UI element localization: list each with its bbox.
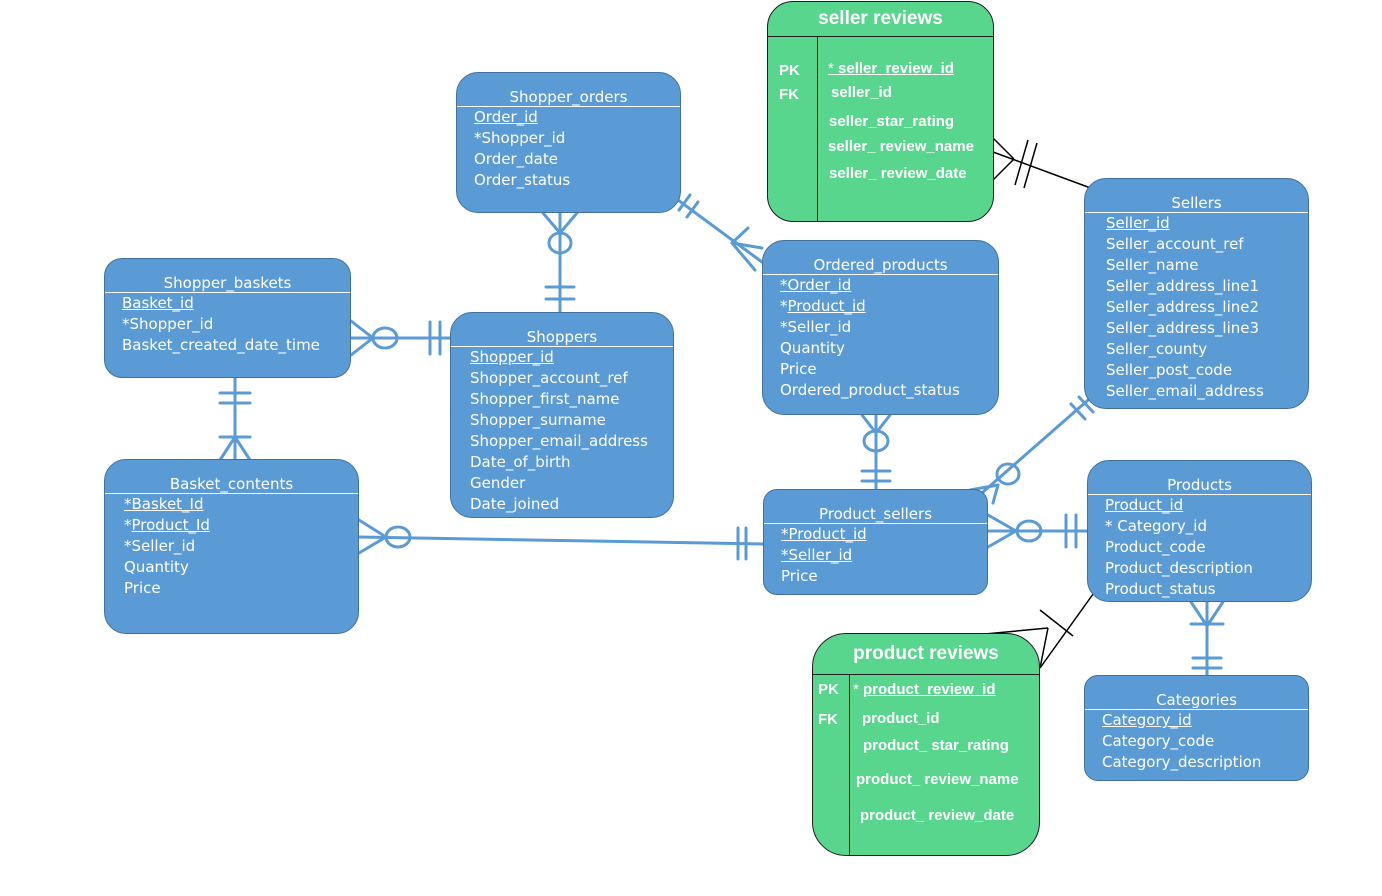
entity-product-reviews[interactable]: product reviews PK FK * product_review_i… (812, 633, 1040, 856)
field-category-id: Category_id (1102, 711, 1192, 729)
field-price: Price (124, 579, 161, 597)
entity-sellers[interactable]: Sellers Seller_id Seller_account_ref Sel… (1084, 178, 1309, 409)
entity-title: Products (1088, 461, 1311, 495)
pk-label: PK (818, 681, 839, 698)
pk-label: PK (779, 62, 800, 79)
field-basket-id: *Basket_Id (124, 495, 204, 513)
field-shopper-id: *Shopper_id (122, 315, 214, 333)
fk-label: FK (818, 711, 838, 728)
field-product-review-id: * product_review_id (853, 681, 996, 698)
field-seller-review-name: seller_ review_name (828, 138, 974, 155)
field-seller-id: *Seller_id (781, 546, 853, 564)
header-divider (768, 36, 993, 37)
field-shopper-first-name: Shopper_first_name (470, 390, 620, 408)
field-seller-star-rating: seller_star_rating (829, 113, 955, 130)
field-seller-id: *Seller_id (124, 537, 196, 555)
connector-baskets-contents (218, 376, 252, 462)
field-shopper-account-ref: Shopper_account_ref (470, 369, 628, 387)
field-shopper-id: *Shopper_id (474, 129, 566, 147)
field-seller-id: Seller_id (1106, 214, 1170, 232)
entity-title: Basket_contents (105, 460, 358, 494)
connector-baskets-shoppers (349, 319, 452, 357)
key-column-divider (817, 36, 818, 221)
field-seller-id: seller_id (831, 84, 892, 101)
field-seller-review-id: * seller_review_id (828, 60, 954, 77)
field-seller-county: Seller_county (1106, 340, 1208, 358)
field-shopper-id: Shopper_id (470, 348, 554, 366)
field-date-joined: Date_joined (470, 495, 560, 513)
field-product-review-date: product_ review_date (860, 807, 1015, 824)
field-product-id: *Product_Id (124, 516, 210, 534)
fk-label: FK (779, 86, 799, 103)
entity-shopper-orders[interactable]: Shopper_orders Order_id *Shopper_id Orde… (456, 72, 681, 213)
field-seller-review-date: seller_ review_date (829, 165, 967, 182)
header-divider (813, 674, 1039, 675)
field-category-code: Category_code (1102, 732, 1215, 750)
field-product-code: Product_code (1105, 538, 1206, 556)
field-product-id: Product_id (1105, 496, 1184, 514)
field-product-id: *Product_id (781, 525, 867, 543)
field-order-date: Order_date (474, 150, 558, 168)
connector-orders-shoppers (541, 211, 579, 314)
field-order-id: *Order_id (780, 276, 852, 294)
field-order-status: Order_status (474, 171, 571, 189)
field-seller-address-line2: Seller_address_line2 (1106, 298, 1260, 316)
field-seller-address-line3: Seller_address_line3 (1106, 319, 1260, 337)
connector-orders-ordered-products (676, 193, 764, 272)
field-product-review-name: product_ review_name (856, 771, 1019, 788)
entity-product-sellers[interactable]: Product_sellers *Product_id *Seller_id P… (763, 489, 988, 595)
field-ordered-product-status: Ordered_product_status (780, 381, 960, 399)
field-category-id: * Category_id (1105, 517, 1207, 535)
connector-product-sellers-sellers (968, 392, 1097, 505)
entity-ordered-products[interactable]: Ordered_products *Order_id *Product_id *… (762, 240, 999, 415)
entity-categories[interactable]: Categories Category_id Category_code Cat… (1084, 675, 1309, 781)
field-seller-email-address: Seller_email_address (1106, 382, 1264, 400)
field-basket-id: Basket_id (122, 294, 194, 312)
field-shopper-email-address: Shopper_email_address (470, 432, 648, 450)
field-product-id: product_id (862, 710, 940, 727)
entity-seller-reviews[interactable]: seller reviews PK FK * seller_review_id … (767, 1, 994, 222)
entity-title: Shopper_orders (457, 73, 680, 107)
field-product-id: *Product_id (780, 297, 866, 315)
field-seller-account-ref: Seller_account_ref (1106, 235, 1244, 253)
field-category-description: Category_description (1102, 753, 1262, 771)
entity-title: product reviews (853, 643, 999, 664)
field-price: Price (781, 567, 818, 585)
connector-ordered-products-product-sellers (860, 413, 892, 492)
entity-shoppers[interactable]: Shoppers Shopper_id Shopper_account_ref … (450, 312, 674, 518)
field-basket-created-date-time: Basket_created_date_time (122, 336, 320, 354)
entity-title: Shoppers (451, 313, 673, 347)
entity-title: Product_sellers (764, 490, 987, 524)
connector-seller-reviews-sellers (992, 137, 1097, 191)
entity-title: Sellers (1085, 179, 1308, 213)
connector-product-sellers-products (986, 513, 1090, 549)
field-seller-name: Seller_name (1106, 256, 1199, 274)
entity-basket-contents[interactable]: Basket_contents *Basket_Id *Product_Id *… (104, 459, 359, 634)
field-product-star-rating: product_ star_rating (863, 737, 1009, 754)
key-column-divider (849, 674, 850, 855)
entity-title: seller reviews (818, 8, 943, 29)
field-seller-post-code: Seller_post_code (1106, 361, 1233, 379)
entity-shopper-baskets[interactable]: Shopper_baskets Basket_id *Shopper_id Ba… (104, 258, 351, 378)
connector-contents-product-sellers (357, 518, 765, 561)
field-quantity: Quantity (780, 339, 845, 357)
field-order-id: Order_id (474, 108, 538, 126)
entity-title: Shopper_baskets (105, 259, 350, 293)
entity-products[interactable]: Products Product_id * Category_id Produc… (1087, 460, 1312, 602)
field-price: Price (780, 360, 817, 378)
field-shopper-surname: Shopper_surname (470, 411, 606, 429)
entity-title: Categories (1085, 676, 1308, 710)
field-product-description: Product_description (1105, 559, 1253, 577)
field-product-status: Product_status (1105, 580, 1216, 598)
entity-title: Ordered_products (763, 241, 998, 275)
field-quantity: Quantity (124, 558, 189, 576)
field-date-of-birth: Date_of_birth (470, 453, 571, 471)
field-gender: Gender (470, 474, 526, 492)
connector-products-categories (1189, 600, 1225, 678)
field-seller-address-line1: Seller_address_line1 (1106, 277, 1260, 295)
field-seller-id: *Seller_id (780, 318, 852, 336)
